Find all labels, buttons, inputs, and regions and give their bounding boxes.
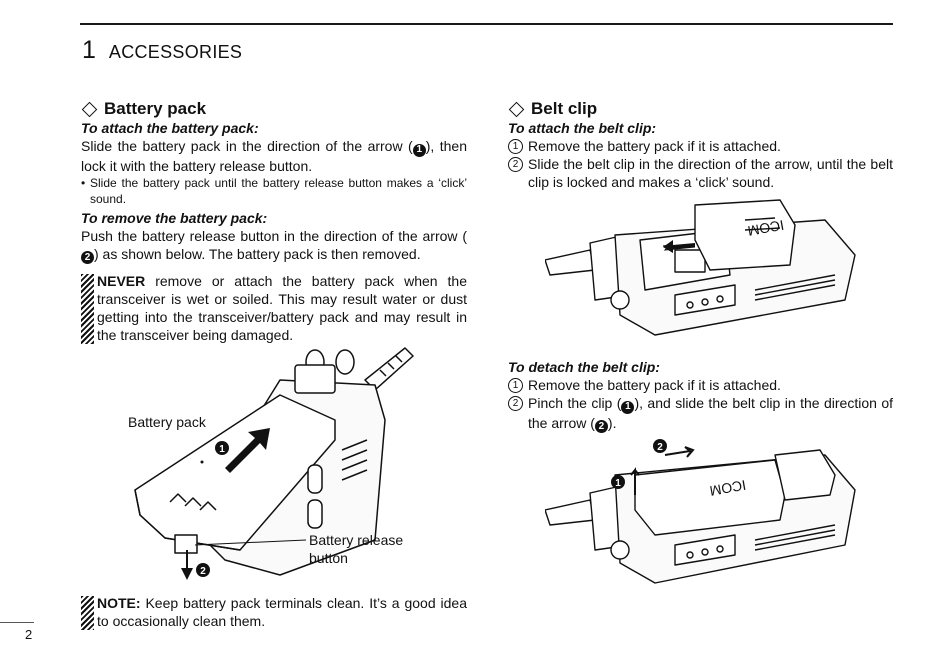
- diamond-icon: [508, 101, 525, 117]
- detach-step: 1 Remove the battery pack if it is attac…: [508, 376, 893, 394]
- battery-warning: NEVER remove or attach the battery pack …: [81, 272, 467, 344]
- attach-battery-text: Slide the battery pack in the direction …: [81, 138, 467, 174]
- battery-pack-heading: Battery pack: [81, 100, 467, 118]
- header-rule: [80, 23, 893, 25]
- belt-clip-detach-illustration: 1 2 ICOM: [545, 439, 856, 584]
- brand-logo-text: ICOM: [746, 217, 785, 239]
- page-number: 2: [25, 627, 33, 642]
- detach-clip-subheading: To detach the belt clip:: [508, 359, 660, 375]
- attach-battery-subheading: To attach the battery pack:: [81, 120, 259, 136]
- attach-clip-subheading: To attach the belt clip:: [508, 120, 657, 136]
- attach-step: 1 Remove the battery pack if it is attac…: [508, 137, 893, 155]
- battery-note: NOTE: Keep battery pack terminals clean.…: [81, 594, 467, 630]
- footer-rule: [0, 622, 34, 623]
- attach-step: 2 Slide the belt clip in the direction o…: [508, 155, 893, 191]
- remove-battery-subheading: To remove the battery pack:: [81, 209, 268, 226]
- chapter-heading: 1 ACCESSORIES: [82, 36, 242, 65]
- battery-pack-heading-text: Battery pack: [104, 99, 207, 118]
- warning-text: remove or attach the battery pack when t…: [97, 273, 467, 343]
- step-marker-2: 2: [594, 420, 608, 433]
- figure-marker-2: 2: [200, 566, 206, 577]
- battery-pack-label: Battery pack: [128, 414, 206, 430]
- brand-logo-text: ICOM: [708, 477, 747, 499]
- belt-clip-heading-text: Belt clip: [531, 99, 598, 118]
- detach-clip-section: To detach the belt clip: 1 Remove the ba…: [508, 358, 893, 433]
- caution-hatch-icon: [81, 596, 94, 630]
- chapter-number: 1: [82, 36, 96, 64]
- note-keyword: NOTE:: [97, 595, 141, 611]
- step-marker-1: 1: [621, 400, 635, 414]
- figure-marker-2: 2: [657, 442, 663, 453]
- battery-pack-section: Battery pack To attach the battery pack:…: [81, 100, 467, 344]
- belt-clip-heading: Belt clip: [508, 100, 893, 118]
- detach-step: 2 Pinch the clip (1), and slide the belt…: [508, 394, 893, 433]
- belt-clip-attach-illustration: ICOM: [545, 199, 856, 336]
- step-marker-1: 1: [412, 143, 426, 157]
- diamond-icon: [81, 101, 98, 117]
- step-marker-2: 2: [81, 251, 94, 264]
- figure-marker-1: 1: [219, 444, 225, 455]
- battery-release-label: Battery release button: [309, 532, 404, 566]
- belt-clip-section: Belt clip To attach the belt clip: 1 Rem…: [508, 100, 893, 191]
- chapter-title: ACCESSORIES: [108, 42, 243, 62]
- remove-battery-text: Push the battery release button in the d…: [81, 227, 467, 264]
- battery-pack-illustration: 1 2: [134, 347, 414, 580]
- caution-hatch-icon: [81, 274, 94, 344]
- figure-marker-1: 1: [615, 478, 621, 489]
- attach-battery-bullet: • Slide the battery pack until the batte…: [81, 175, 467, 206]
- warning-keyword: NEVER: [97, 273, 146, 289]
- note-text: Keep battery pack terminals clean. It’s …: [97, 595, 467, 629]
